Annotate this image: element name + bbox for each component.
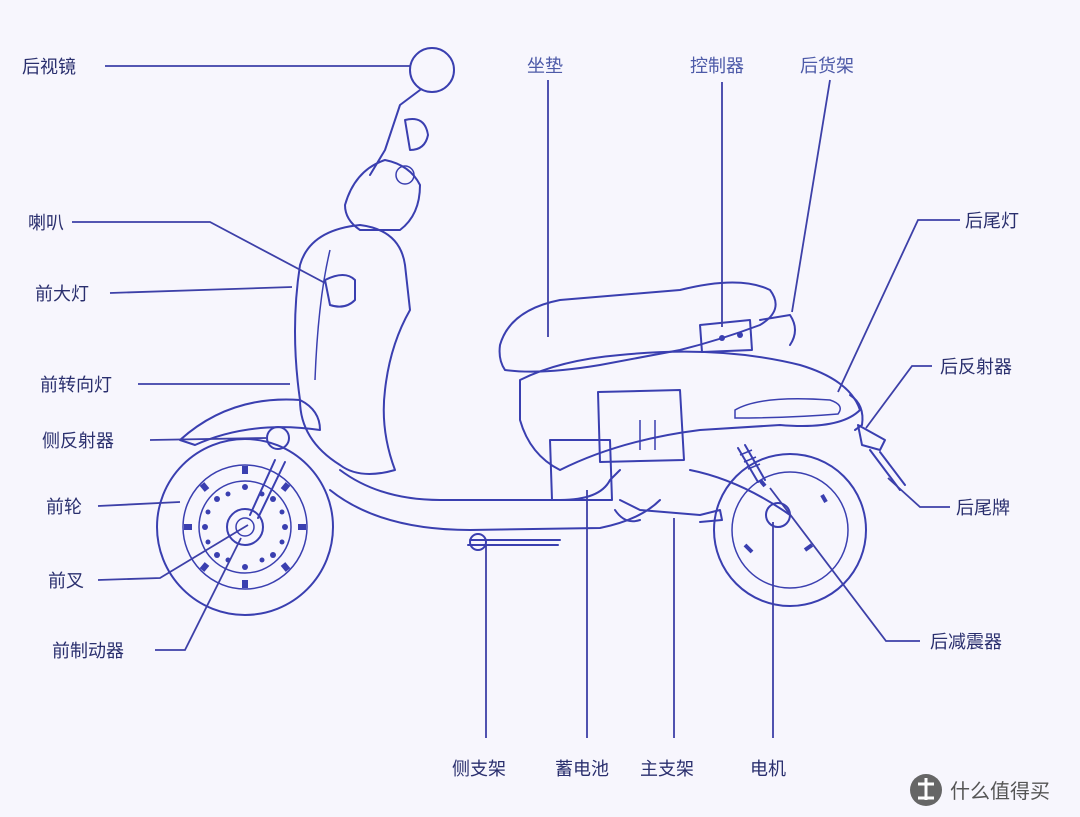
label-tail-light: 后尾灯 <box>965 211 1019 232</box>
scooter-drawing <box>156 47 906 616</box>
label-seat: 坐垫 <box>527 56 563 77</box>
label-horn: 喇叭 <box>28 213 64 234</box>
front-wheel-drawing <box>156 438 334 616</box>
label-license-plate: 后尾牌 <box>956 498 1010 519</box>
label-side-reflector: 侧反射器 <box>42 431 114 452</box>
label-battery: 蓄电池 <box>555 759 609 780</box>
leader-front-brake <box>155 537 242 651</box>
leader-license-plate <box>887 477 950 508</box>
leader-rear-rack <box>791 79 831 313</box>
label-front-wheel: 前轮 <box>46 497 82 518</box>
zhi-logo-icon <box>910 774 942 806</box>
leader-rear-reflector <box>865 365 932 429</box>
leader-horn <box>72 221 326 284</box>
label-front-brake: 前制动器 <box>52 641 124 662</box>
label-front-turn-signal: 前转向灯 <box>40 375 112 396</box>
label-rear-reflector: 后反射器 <box>940 357 1012 378</box>
watermark: 什么值得买 <box>910 774 1050 806</box>
label-rear-mirror: 后视镜 <box>22 57 76 78</box>
leader-tail-light <box>837 219 960 393</box>
rear-wheel-drawing <box>713 453 867 607</box>
watermark-text: 什么值得买 <box>950 779 1050 803</box>
label-rear-rack: 后货架 <box>800 56 854 77</box>
part-labels: 后视镜 喇叭 前大灯 前转向灯 侧反射器 前轮 前叉 前制动器 坐垫 控制器 后… <box>22 56 1019 780</box>
label-headlight: 前大灯 <box>35 284 89 305</box>
leader-side-reflector <box>149 437 267 441</box>
label-controller: 控制器 <box>690 56 744 77</box>
leader-front-fork <box>97 524 249 581</box>
leader-headlight <box>109 286 293 294</box>
leader-rear-shock <box>769 487 920 642</box>
label-side-stand: 侧支架 <box>452 759 506 780</box>
label-main-stand: 主支架 <box>640 759 694 780</box>
leader-lines <box>72 65 960 738</box>
leader-front-wheel <box>97 501 181 507</box>
label-motor: 电机 <box>750 759 786 780</box>
label-rear-shock: 后减震器 <box>930 632 1002 653</box>
label-front-fork: 前叉 <box>48 571 84 592</box>
